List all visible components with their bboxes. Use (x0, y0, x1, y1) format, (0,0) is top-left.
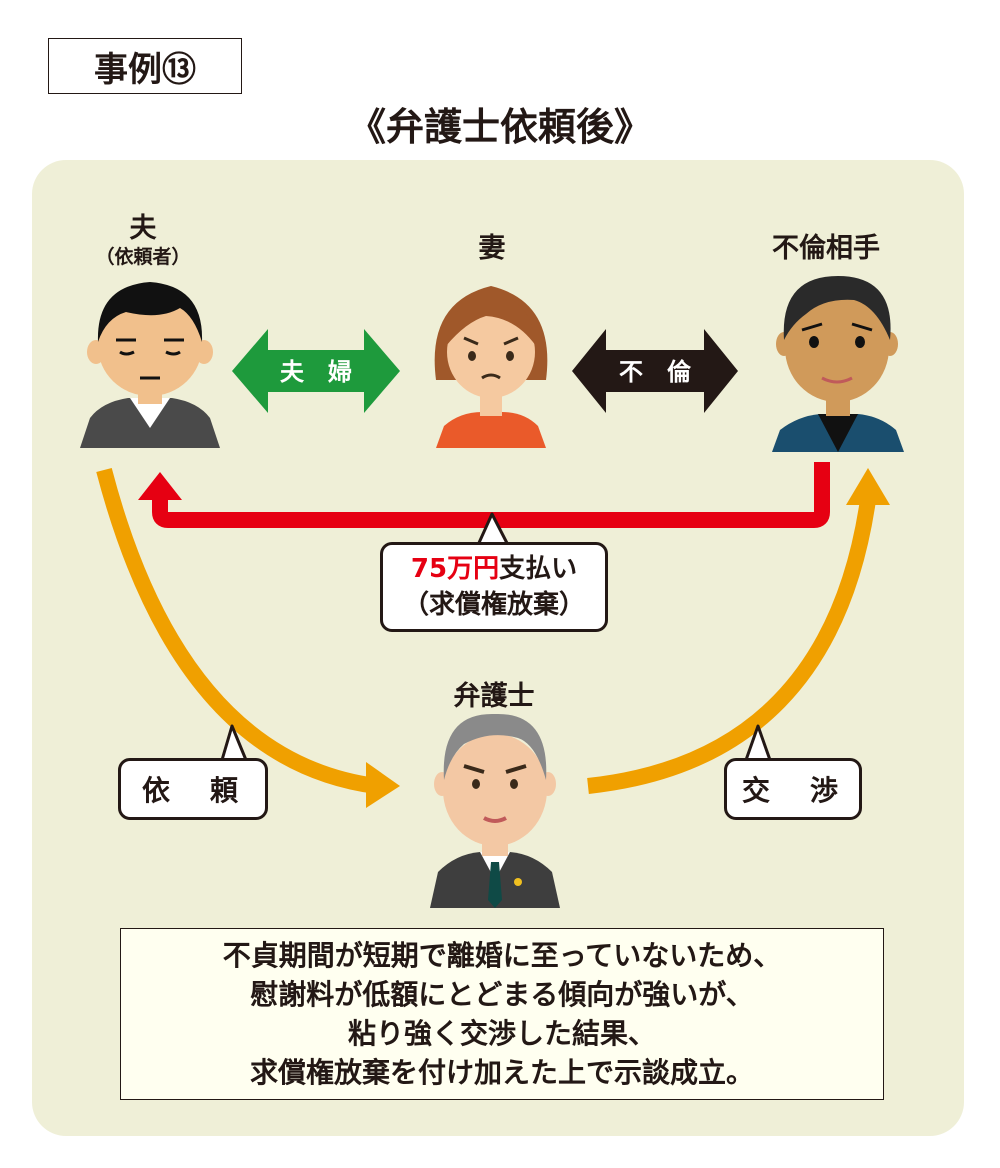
affair-arrow-label: 不 倫 (619, 358, 692, 386)
lawyer-label: 弁護士 (453, 681, 535, 712)
affair-arrow (572, 329, 738, 413)
summary-line: 不貞期間が短期で離婚に至っていないため、 (222, 939, 782, 972)
request-callout-tail (220, 724, 248, 761)
wife-label: 妻 (478, 233, 506, 264)
spouse-arrow (232, 329, 400, 413)
case-number-label: 事例⑬ (48, 38, 242, 94)
payment-label: 支払い (499, 554, 578, 584)
summary-line: 慰謝料が低額にとどまる傾向が強いが、 (250, 978, 754, 1011)
summary-line: 粘り強く交渉した結果、 (347, 1017, 656, 1050)
payment-callout-tail (476, 512, 510, 546)
spouse-arrow-label: 夫 婦 (280, 358, 352, 386)
payment-arrowhead (138, 472, 182, 500)
husband-label: 夫 (129, 213, 157, 244)
husband-sublabel: （依頼者） (95, 246, 191, 268)
negotiation-arrow (587, 498, 876, 794)
page-title: 《弁護士依頼後》 (347, 105, 652, 149)
lawyer-illustration (430, 713, 560, 908)
payment-callout: 75万円支払い （求償権放棄） (380, 542, 608, 632)
summary-line: 求償権放棄を付け加えた上で示談成立。 (249, 1056, 754, 1089)
payment-arrow (152, 462, 830, 528)
request-callout: 依 頼 (118, 758, 268, 820)
summary-box: 不貞期間が短期で離婚に至っていないため、 慰謝料が低額にとどまる傾向が強いが、 … (120, 928, 884, 1100)
affair-partner-illustration (772, 276, 904, 452)
negotiation-arrowhead (846, 468, 890, 505)
husband-illustration (80, 282, 220, 448)
wife-illustration (434, 286, 548, 448)
payment-line: 75万円支払い (383, 551, 605, 587)
payment-note: （求償権放棄） (402, 590, 585, 620)
negotiation-callout-tail (744, 724, 772, 761)
payment-amount: 75万円 (410, 554, 500, 584)
request-arrow (96, 467, 378, 794)
affair-partner-label: 不倫相手 (772, 233, 880, 264)
negotiation-callout: 交 渉 (724, 758, 862, 820)
request-arrowhead (366, 762, 400, 808)
